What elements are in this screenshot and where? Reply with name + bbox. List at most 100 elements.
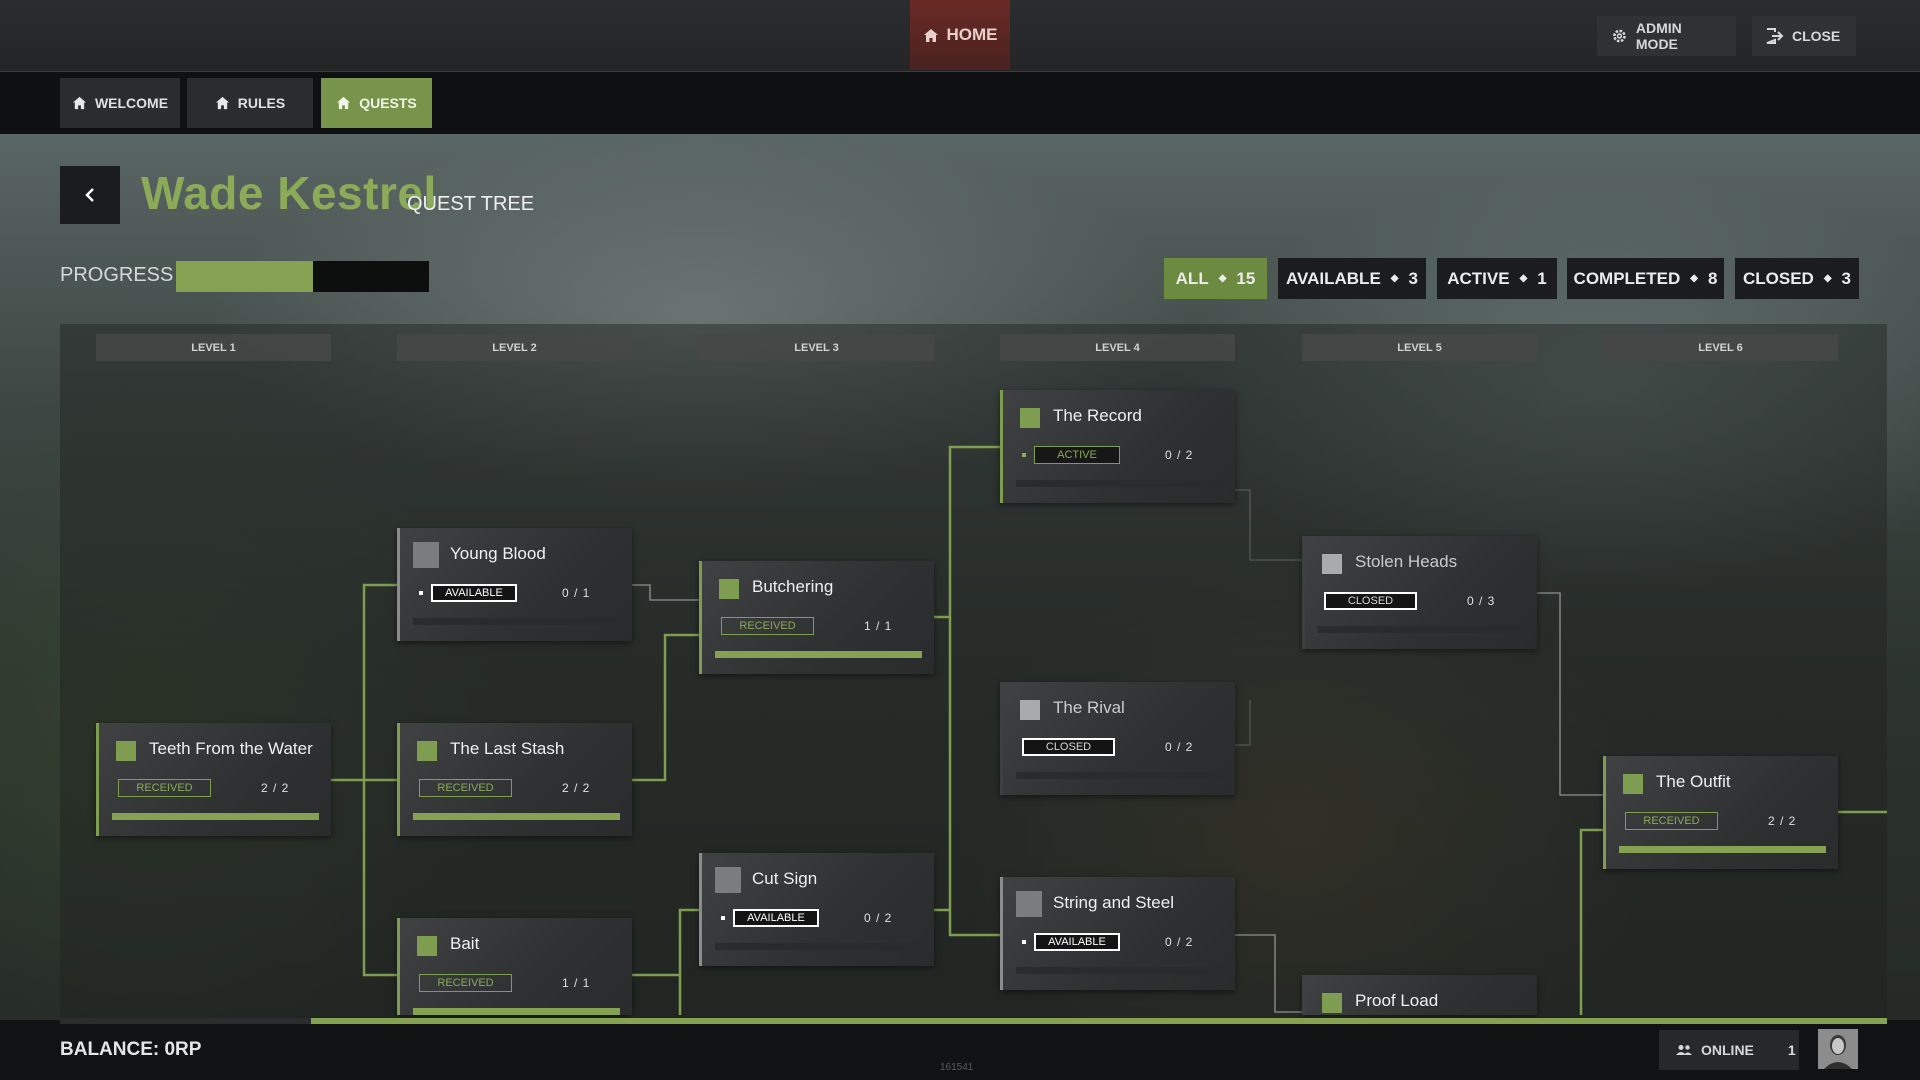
quest-status-box: [1322, 993, 1342, 1013]
diamond-icon: ◆: [1690, 273, 1698, 284]
level-header-6: LEVEL 6: [1603, 334, 1838, 361]
quest-status-badge: CLOSED: [1324, 592, 1417, 610]
quest-card-teeth-from-the-water[interactable]: Teeth From the Water RECEIVED 2 / 2: [96, 723, 331, 836]
quest-status-badge: RECEIVED: [721, 617, 814, 635]
quest-count: 0 / 2: [1165, 740, 1194, 754]
filter-completed-count: 8: [1707, 268, 1718, 288]
filter-active-count: 1: [1537, 268, 1547, 288]
home-label: HOME: [946, 25, 998, 44]
quest-tree-board[interactable]: [60, 324, 1887, 1020]
diamond-icon: ◆: [1390, 273, 1399, 284]
gear-icon: [1613, 29, 1626, 43]
quest-name: The Outfit: [1656, 772, 1731, 791]
tab-quests[interactable]: QUESTS: [321, 78, 432, 128]
horizontal-scrollbar[interactable]: [60, 1018, 1887, 1024]
level-header-4: LEVEL 4: [1000, 334, 1235, 361]
quest-status-box: [1020, 408, 1040, 428]
tab-rules-label: RULES: [237, 95, 286, 111]
quest-status-badge: AVAILABLE: [431, 584, 517, 602]
quest-progress-bar: [715, 943, 922, 950]
quest-name: Cut Sign: [752, 869, 818, 888]
quest-status-box: [715, 867, 741, 893]
quest-count: 0 / 3: [1467, 594, 1496, 608]
filter-closed[interactable]: CLOSED ◆ 3: [1735, 258, 1859, 299]
filter-all[interactable]: ALL ◆ 15: [1164, 258, 1267, 299]
tab-quests-label: QUESTS: [359, 95, 417, 111]
filter-completed[interactable]: COMPLETED ◆ 8: [1567, 258, 1724, 299]
tab-welcome[interactable]: WELCOME: [60, 78, 180, 128]
level-header-3: LEVEL 3: [699, 334, 934, 361]
tab-bar: WELCOME RULES QUESTS: [0, 72, 1920, 134]
quest-name: Proof Load: [1355, 991, 1439, 1010]
exit-icon: [1766, 28, 1784, 44]
avatar[interactable]: [1818, 1029, 1858, 1069]
quest-name: Butchering: [752, 577, 834, 596]
quest-card-cut-sign[interactable]: Cut Sign AVAILABLE 0 / 2: [699, 853, 934, 966]
quest-status-box: [417, 741, 437, 761]
quest-progress-fill: [413, 1008, 620, 1015]
filter-available-label: AVAILABLE: [1286, 268, 1381, 288]
quest-card-the-outfit[interactable]: The Outfit RECEIVED 2 / 2: [1603, 756, 1838, 869]
quest-count: 0 / 2: [1165, 448, 1194, 462]
quest-card-the-last-stash[interactable]: The Last Stash RECEIVED 2 / 2: [397, 723, 632, 836]
users-icon: [1676, 1045, 1692, 1055]
quest-card-stolen-heads[interactable]: Stolen Heads CLOSED 0 / 3: [1302, 536, 1537, 649]
page-title: Wade Kestrel: [141, 167, 437, 219]
chevron-left-icon: [85, 188, 94, 202]
bottom-bar: [0, 1020, 1920, 1080]
quest-name: The Last Stash: [450, 739, 565, 758]
quest-card-young-blood[interactable]: Young Blood AVAILABLE 0 / 1: [397, 528, 632, 641]
back-button[interactable]: [60, 166, 120, 224]
quest-card-proof-load[interactable]: Proof Load: [1302, 975, 1537, 1015]
close-button[interactable]: CLOSE: [1752, 16, 1856, 56]
filter-available[interactable]: AVAILABLE ◆ 3: [1278, 258, 1426, 299]
quest-progress-bar: [1016, 480, 1223, 487]
quest-status-box: [1322, 554, 1342, 574]
quest-name: Young Blood: [450, 544, 546, 563]
diamond-icon: ◆: [1519, 273, 1528, 284]
quest-name: Stolen Heads: [1355, 552, 1458, 571]
filter-all-count: 15: [1236, 268, 1256, 288]
quest-name: Teeth From the Water: [149, 739, 313, 758]
close-label: CLOSE: [1792, 28, 1841, 44]
quest-card-the-record[interactable]: The Record ACTIVE 0 / 2: [1000, 390, 1235, 503]
quest-status-box: [413, 542, 439, 568]
quest-status-badge: AVAILABLE: [733, 909, 819, 927]
filter-all-label: ALL: [1175, 268, 1209, 288]
build-number: 161541: [940, 1062, 974, 1073]
filter-active-label: ACTIVE: [1447, 268, 1510, 288]
progress-bar-fill: [176, 261, 313, 292]
quest-status-box: [1623, 774, 1643, 794]
quest-count: 0 / 1: [562, 586, 591, 600]
home-button[interactable]: HOME: [910, 0, 1010, 70]
online-indicator[interactable]: ONLINE 1: [1659, 1030, 1799, 1070]
admin-mode-button[interactable]: ADMIN MODE: [1597, 16, 1736, 56]
quest-progress-bar: [112, 813, 319, 820]
scrollbar-thumb[interactable]: [311, 1018, 1887, 1024]
quest-count: 0 / 2: [864, 911, 893, 925]
quest-card-string-and-steel[interactable]: String and Steel AVAILABLE 0 / 2: [1000, 877, 1235, 990]
quest-card-butchering[interactable]: Butchering RECEIVED 1 / 1: [699, 561, 934, 674]
quest-count: 2 / 2: [562, 781, 591, 795]
quest-name: The Record: [1053, 406, 1142, 425]
quest-status-box: [1016, 891, 1042, 917]
quest-progress-bar: [413, 1008, 620, 1015]
house-icon: [72, 96, 86, 110]
filter-closed-count: 3: [1841, 268, 1851, 288]
quest-progress-bar: [1016, 772, 1223, 779]
admin-mode-label: ADMIN MODE: [1635, 20, 1682, 52]
quest-status-badge: AVAILABLE: [1034, 933, 1120, 951]
quest-status-box: [417, 936, 437, 956]
online-label: ONLINE: [1701, 1042, 1754, 1058]
house-icon: [923, 28, 938, 42]
diamond-icon: ◆: [1218, 273, 1227, 284]
tab-rules[interactable]: RULES: [187, 78, 313, 128]
quest-card-bait[interactable]: Bait RECEIVED 1 / 1: [397, 918, 632, 1015]
filter-active[interactable]: ACTIVE ◆ 1: [1437, 258, 1557, 299]
quest-status-box: [719, 579, 739, 599]
quest-name: String and Steel: [1053, 893, 1174, 912]
quest-status-box: [116, 741, 136, 761]
quest-count: 1 / 1: [864, 619, 893, 633]
filter-closed-label: CLOSED: [1742, 268, 1814, 288]
quest-card-the-rival[interactable]: The Rival CLOSED 0 / 2: [1000, 682, 1235, 795]
